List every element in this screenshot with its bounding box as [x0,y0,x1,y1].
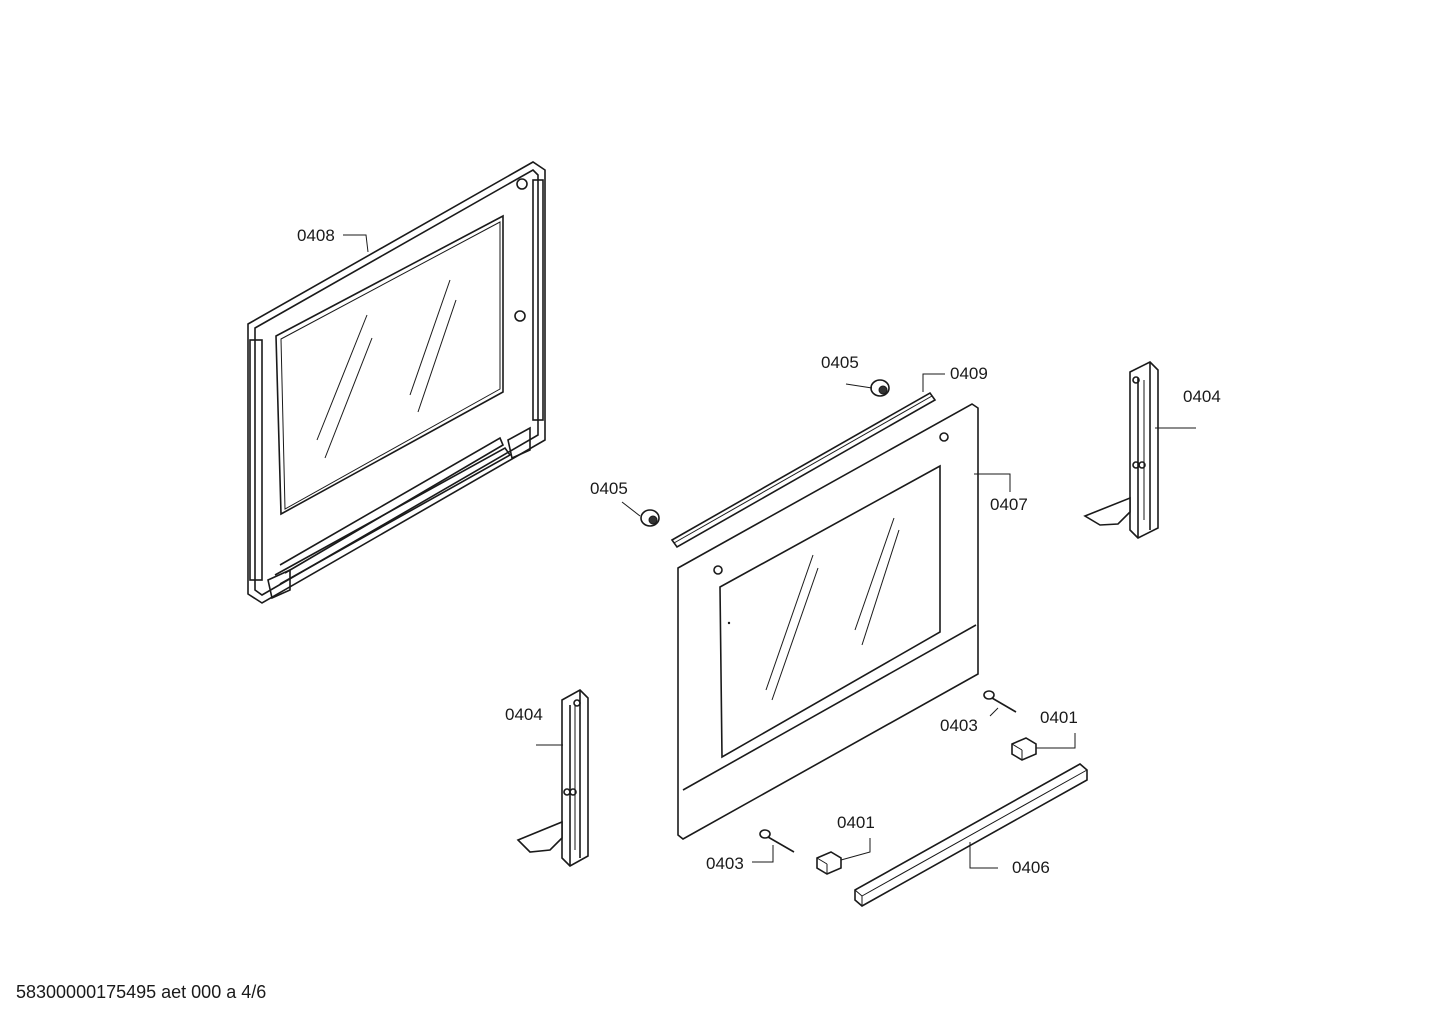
outer-door-glass-panel [677,403,979,840]
clip-bottom [816,851,842,875]
inner-door-panel [247,161,546,604]
label-0401-right: 0401 [1040,708,1078,727]
hinge-right [1083,361,1159,539]
label-0409: 0409 [950,364,988,383]
bumper-top [870,379,890,397]
screw-bottom [759,829,795,853]
label-0401-bottom: 0401 [837,813,875,832]
label-0403-bottom: 0403 [706,854,744,873]
label-0404-right: 0404 [1183,387,1221,406]
label-0405-left: 0405 [590,479,628,498]
label-0408: 0408 [297,226,335,245]
seal-strip [670,391,937,549]
label-0406: 0406 [1012,858,1050,877]
bumper-left [640,509,660,527]
document-footer-id: 58300000175495 aet 000 a 4/6 [16,982,267,1002]
label-0404-left: 0404 [505,705,543,724]
bottom-trim-strip [854,763,1088,907]
label-0403-right: 0403 [940,716,978,735]
label-0405-top: 0405 [821,353,859,372]
screw-right [983,690,1017,713]
label-0407: 0407 [990,495,1028,514]
clip-right [1011,737,1037,761]
leader-lines [343,234,1196,869]
callout-labels: 0408 0405 0409 0404 0405 0407 0404 0403 … [297,226,1221,877]
hinge-left [516,689,589,867]
